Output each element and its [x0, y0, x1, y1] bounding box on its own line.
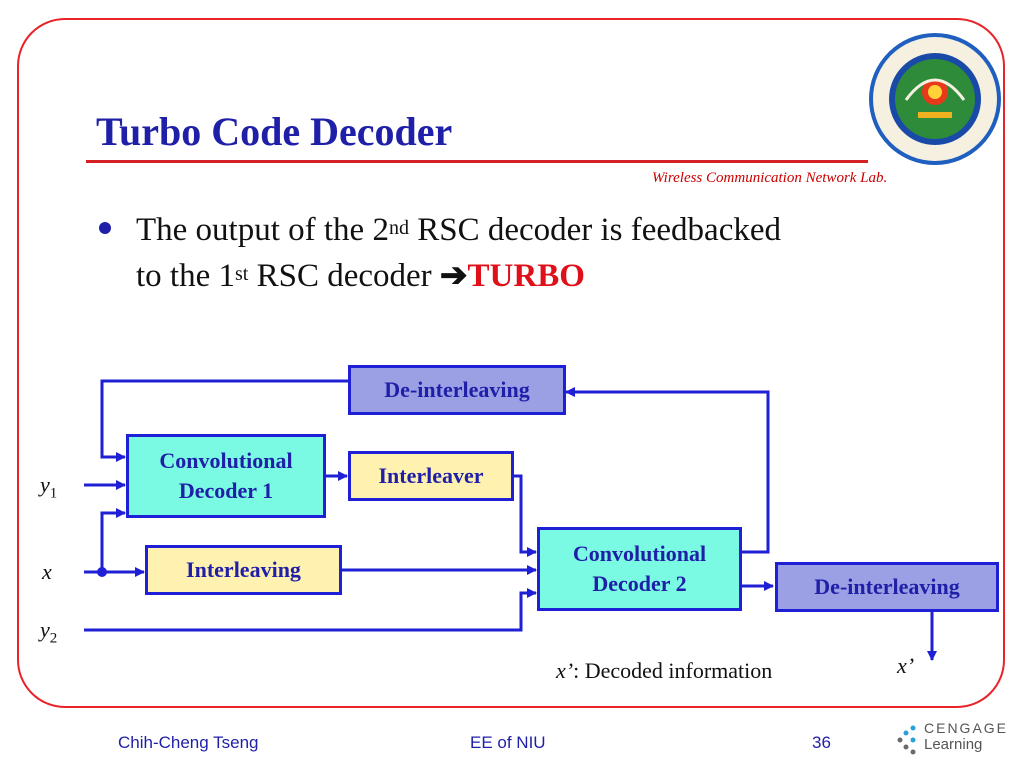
legend-symbol: x’	[556, 658, 574, 683]
deinterleaving-output-block: De-interleaving	[775, 562, 999, 612]
publisher-name: CENGAGE	[924, 720, 1009, 736]
footer-page-number: 36	[812, 733, 831, 752]
right-arrow-icon: ➔	[439, 258, 468, 294]
bullet-text: The output of the 2nd RSC decoder is fee…	[136, 207, 956, 299]
interleaving-block: Interleaving	[145, 545, 342, 595]
legend-text: : Decoded information	[573, 658, 773, 683]
signal-x-label: x	[42, 559, 52, 584]
bullet-dot	[99, 222, 111, 234]
block-label: Decoder 1	[178, 478, 274, 503]
block-label: Decoder 2	[592, 571, 687, 596]
convolutional-decoder-1-block: Convolutional Decoder 1	[126, 434, 326, 518]
bullet-text-part: RSC decoder	[248, 258, 440, 294]
deinterleaving-feedback-block: De-interleaving	[348, 365, 566, 415]
block-label: Convolutional	[159, 448, 293, 473]
signal-x-out-label: x’	[897, 653, 915, 678]
cengage-logo-text: CENGAGE Learning	[924, 720, 1008, 754]
signal-symbol: y	[40, 617, 50, 642]
interleaver-to-decoder2	[514, 474, 537, 557]
footer-author: Chih-Cheng Tseng	[118, 733, 259, 752]
interleaver-block: Interleaver	[348, 451, 514, 501]
title-underline	[86, 160, 868, 163]
lab-name: Wireless Communication Network Lab.	[652, 170, 888, 186]
footer-org: EE of NIU	[470, 733, 546, 752]
bullet-text-part: RSC decoder is feedbacked	[408, 212, 781, 248]
publisher-subname: Learning	[924, 736, 983, 753]
x-to-decoder1	[100, 508, 126, 572]
turbo-emphasis: TURBO	[467, 258, 585, 294]
university-seal-logo	[869, 33, 1001, 165]
block-label: Convolutional	[572, 541, 707, 566]
signal-symbol: y	[40, 472, 50, 497]
feedback-to-deinterleaver	[565, 387, 770, 554]
y2-to-decoder2	[84, 588, 537, 632]
slide-frame	[17, 18, 1005, 708]
signal-subscript: 1	[49, 485, 58, 502]
deinterleaver-to-decoder1	[100, 379, 350, 462]
signal-y2-label: y2	[40, 617, 57, 647]
bullet-text-part: The output of the 2	[136, 212, 389, 248]
cengage-logo-icon	[897, 725, 916, 755]
junction-dot	[97, 567, 107, 577]
bullet-text-part: to the 1	[136, 258, 235, 294]
ordinal-suffix: nd	[388, 217, 409, 239]
ordinal-suffix: st	[234, 263, 249, 285]
convolutional-decoder-2-block: Convolutional Decoder 2	[537, 527, 742, 611]
signal-subscript: 2	[49, 630, 58, 647]
signal-y1-label: y1	[40, 472, 57, 502]
slide-title: Turbo Code Decoder	[96, 109, 453, 154]
legend-note: x’: Decoded information	[556, 658, 772, 684]
